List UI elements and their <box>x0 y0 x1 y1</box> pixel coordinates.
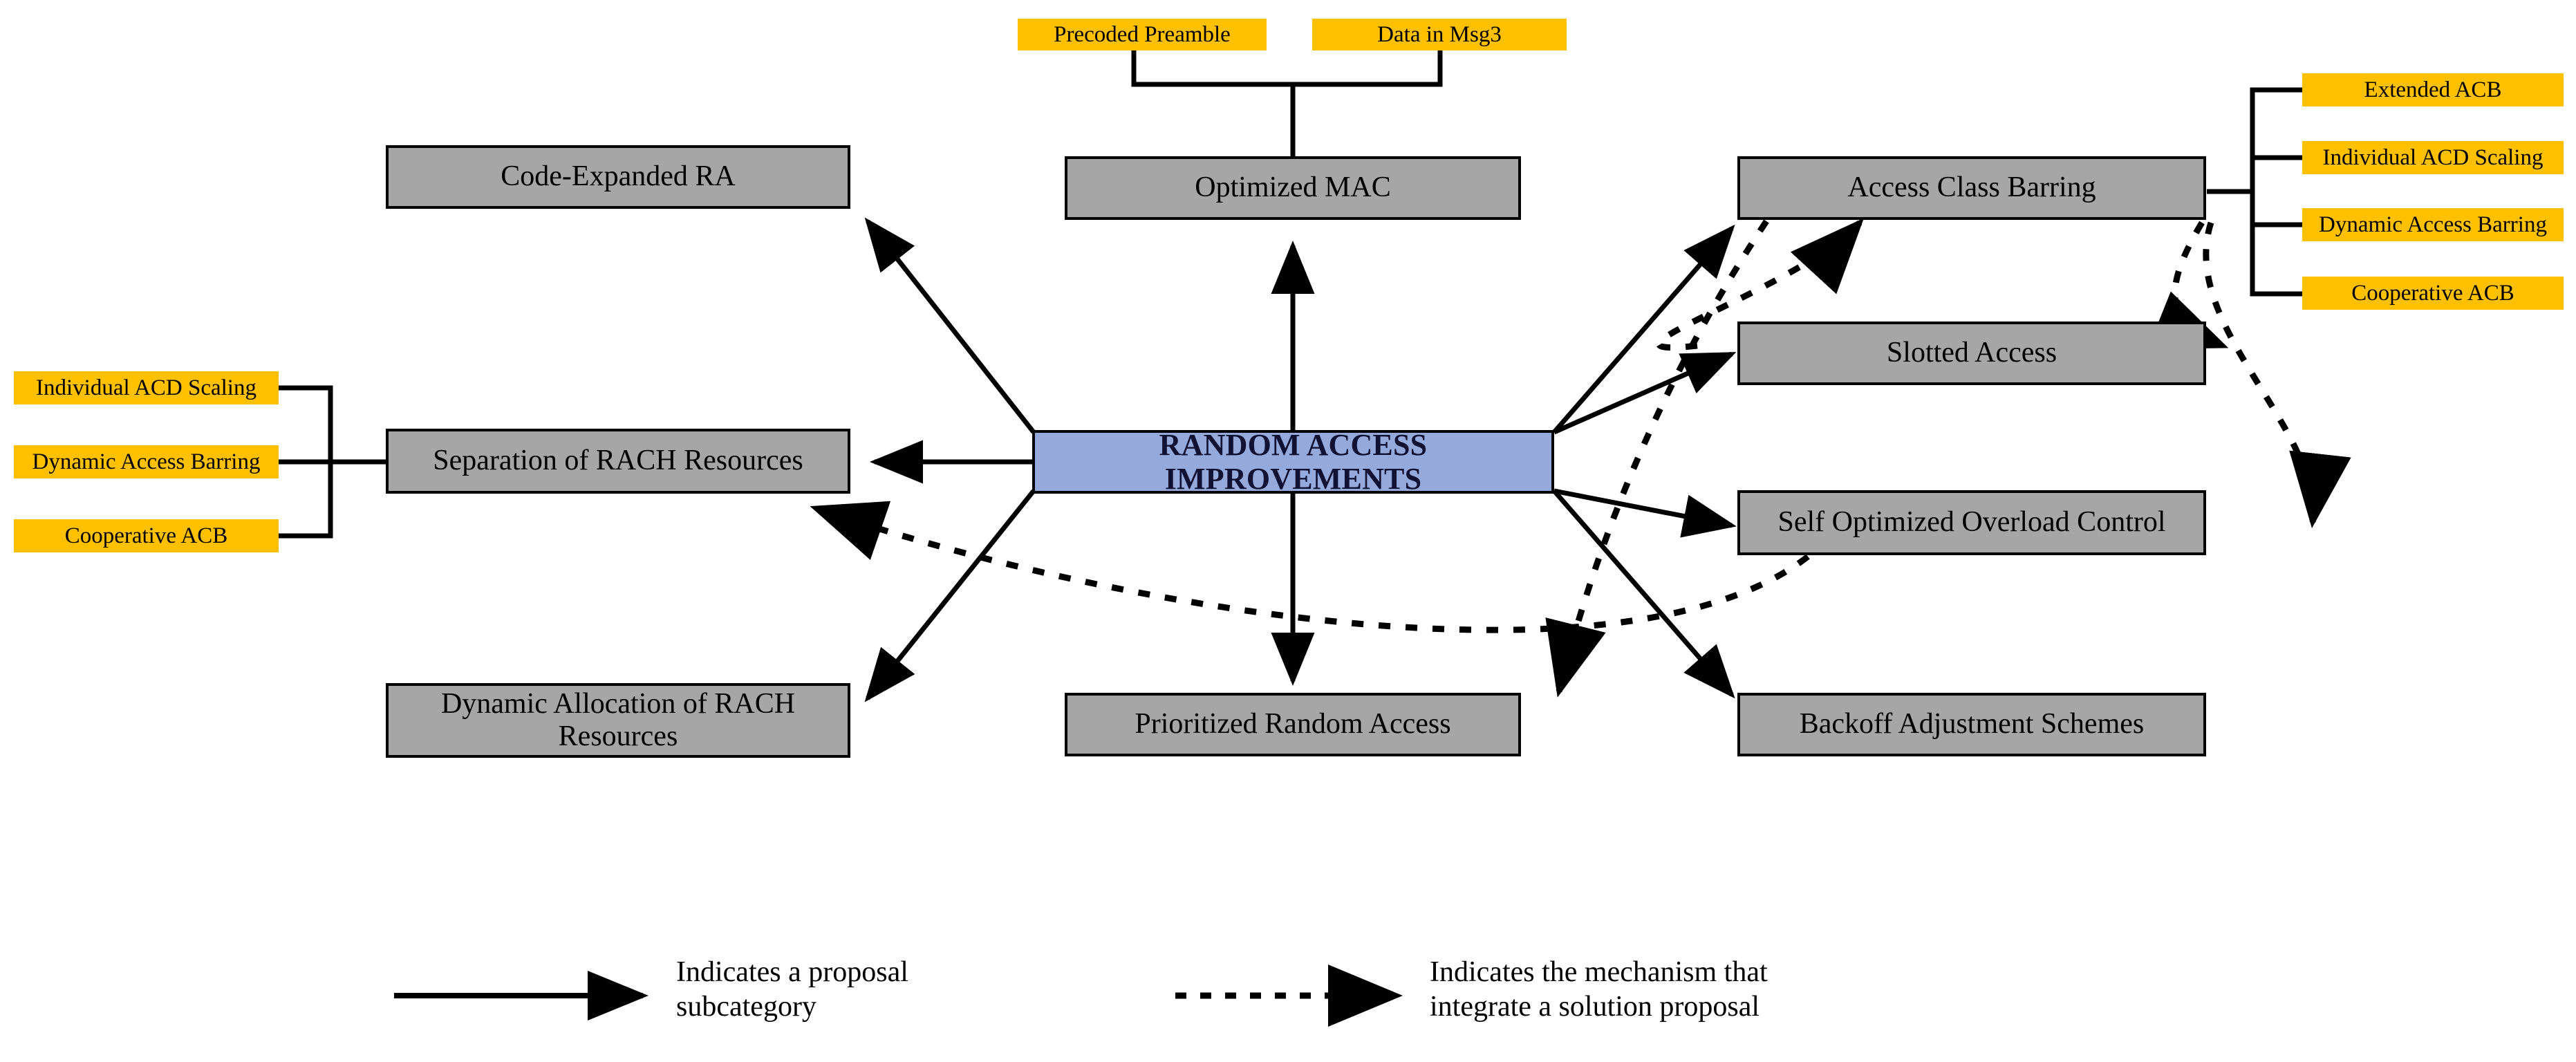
legend-dashed-text: Indicates the mechanism that integrate a… <box>1430 956 1768 1023</box>
node-random-access-improvements[interactable]: RANDOM ACCESS IMPROVEMENTS <box>1032 427 1554 496</box>
subitem-individual-acd-scaling-left[interactable]: Individual ACD Scaling <box>14 371 279 404</box>
subitem-cooperative-acb-left-label: Cooperative ACB <box>64 523 228 548</box>
edge-center-to-self-optimized-overload <box>1553 488 1737 538</box>
edge-center-to-backoff-adjustment <box>1552 489 1735 699</box>
subitem-precoded-preamble[interactable]: Precoded Preamble <box>1018 19 1267 50</box>
node-optimized-mac[interactable]: Optimized MAC <box>1065 156 1521 220</box>
node-self-optimized-overload-control[interactable]: Self Optimized Overload Control <box>1737 490 2206 555</box>
node-optimized-mac-label: Optimized MAC <box>1195 171 1391 204</box>
edge-dashed-overload-to-separation <box>810 501 1810 633</box>
subitem-dynamic-access-barring-left-label: Dynamic Access Barring <box>32 449 261 474</box>
subitem-dynamic-access-barring-right[interactable]: Dynamic Access Barring <box>2302 208 2564 241</box>
node-code-expanded-ra[interactable]: Code-Expanded RA <box>386 145 850 209</box>
subitem-individual-acd-scaling-left-label: Individual ACD Scaling <box>36 375 256 400</box>
node-dynamic-allocation-of-rach-resources-label: Dynamic Allocation of RACH Resources <box>440 687 796 752</box>
subitem-individual-acd-scaling-right[interactable]: Individual ACD Scaling <box>2302 141 2564 174</box>
node-self-optimized-overload-control-label: Self Optimized Overload Control <box>1777 506 2166 539</box>
node-slotted-access[interactable]: Slotted Access <box>1737 322 2206 385</box>
subitem-data-in-msg3[interactable]: Data in Msg3 <box>1312 19 1567 50</box>
node-slotted-access-label: Slotted Access <box>1886 337 2057 369</box>
bracket-separation-subitems <box>279 385 387 539</box>
edge-center-to-access-class-barring <box>1552 224 1735 434</box>
node-access-class-barring-label: Access Class Barring <box>1847 171 2096 204</box>
node-dynamic-allocation-of-rach-resources[interactable]: Dynamic Allocation of RACH Resources <box>386 683 850 758</box>
subitem-extended-acb-label: Extended ACB <box>2364 77 2502 102</box>
legend-solid-text: Indicates a proposal subcategory <box>676 956 908 1023</box>
subitem-extended-acb[interactable]: Extended ACB <box>2302 73 2564 106</box>
subitem-data-in-msg3-label: Data in Msg3 <box>1377 21 1502 47</box>
bracket-optimized-mac <box>1131 50 1443 157</box>
node-separation-of-rach-resources[interactable]: Separation of RACH Resources <box>386 429 850 494</box>
edge-center-to-dynamic-allocation <box>864 489 1036 702</box>
subitem-dynamic-access-barring-left[interactable]: Dynamic Access Barring <box>14 445 279 478</box>
node-random-access-improvements-label: RANDOM ACCESS IMPROVEMENTS <box>1159 427 1428 496</box>
edge-center-to-slotted-access <box>1553 351 1737 435</box>
edge-center-to-code-expanded-ra <box>864 217 1036 434</box>
node-backoff-adjustment-schemes[interactable]: Backoff Adjustment Schemes <box>1737 693 2206 756</box>
subitem-dynamic-access-barring-right-label: Dynamic Access Barring <box>2319 212 2547 237</box>
subitem-individual-acd-scaling-right-label: Individual ACD Scaling <box>2322 145 2544 170</box>
subitem-cooperative-acb-right[interactable]: Cooperative ACB <box>2302 277 2564 310</box>
node-access-class-barring[interactable]: Access Class Barring <box>1737 156 2206 220</box>
edge-dashed-acb-to-prioritized <box>1545 219 1769 698</box>
bracket-acb-subitems <box>2207 87 2302 297</box>
subitem-precoded-preamble-label: Precoded Preamble <box>1054 21 1231 47</box>
node-backoff-adjustment-schemes-label: Backoff Adjustment Schemes <box>1799 708 2145 740</box>
node-code-expanded-ra-label: Code-Expanded RA <box>501 160 736 193</box>
node-prioritized-random-access-label: Prioritized Random Access <box>1135 708 1451 740</box>
node-prioritized-random-access[interactable]: Prioritized Random Access <box>1065 693 1521 756</box>
node-separation-of-rach-resources-label: Separation of RACH Resources <box>433 445 803 477</box>
edge-dashed-acb-to-overload-right <box>2203 221 2351 528</box>
subitem-cooperative-acb-right-label: Cooperative ACB <box>2351 280 2514 306</box>
subitem-cooperative-acb-left[interactable]: Cooperative ACB <box>14 519 279 552</box>
